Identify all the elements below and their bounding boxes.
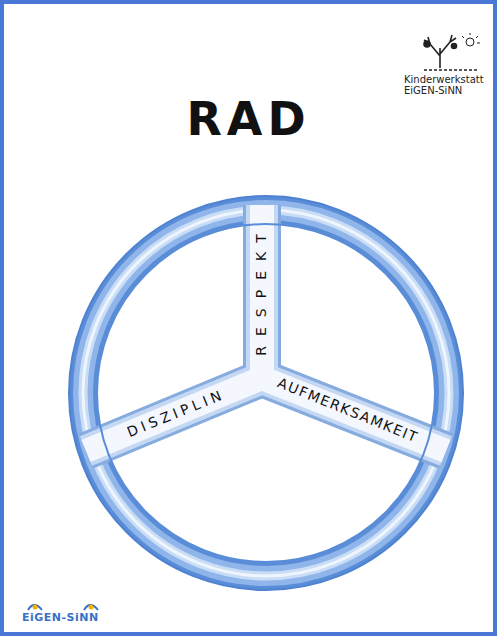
logo-eyes [28, 605, 98, 611]
spoke-band: RESPEKT [251, 220, 271, 359]
diagram-title: RAD [0, 92, 497, 146]
logo-text: Kinderwerkstatt EiGEN-SiNN [404, 74, 492, 96]
logo-tree [424, 33, 480, 70]
spoke-text: RESPEKT [253, 224, 269, 355]
logo-text: EiGEN-SiNN [22, 612, 112, 624]
